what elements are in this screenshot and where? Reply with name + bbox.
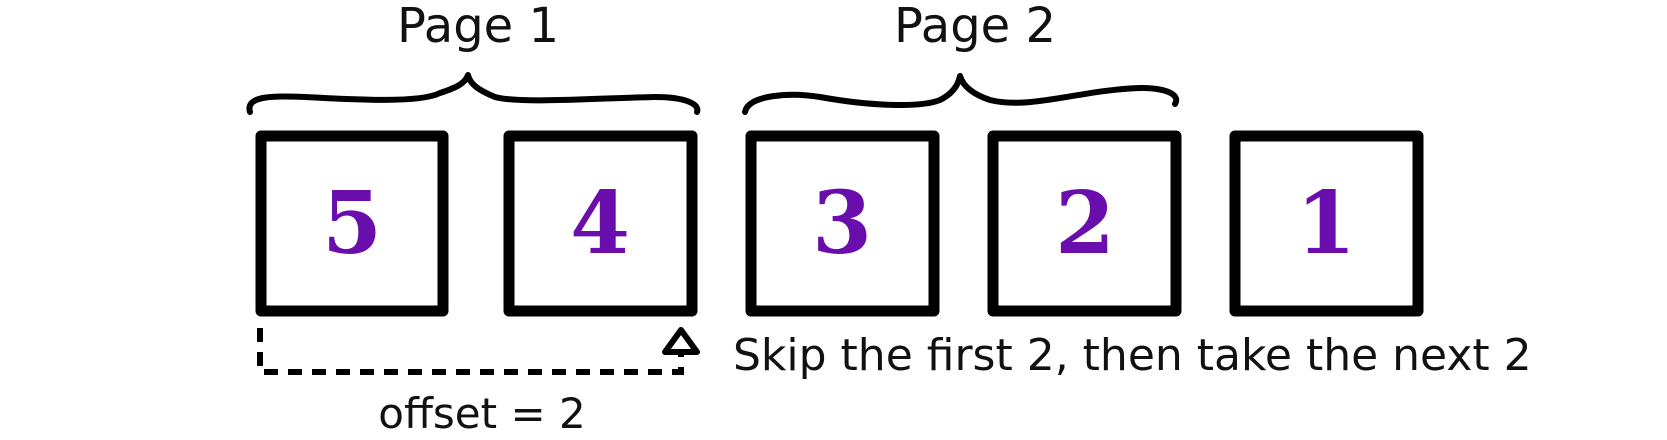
offset-arrowhead-icon	[662, 327, 700, 355]
page-2-brace	[742, 73, 1180, 115]
item-number-3: 3	[812, 173, 872, 274]
page-1-label: Page 1	[397, 0, 559, 54]
item-number-5: 5	[322, 173, 382, 274]
item-box-5	[1229, 130, 1424, 317]
item-number-4: 4	[570, 173, 630, 274]
item-box-3	[745, 130, 940, 317]
page-2-label: Page 2	[894, 0, 1056, 54]
item-box-1	[255, 130, 449, 317]
skip-take-caption: Skip the first 2, then take the next 2	[733, 330, 1532, 381]
offset-label: offset = 2	[378, 389, 585, 438]
offset-dashed-line	[257, 328, 684, 375]
page-1-brace	[246, 72, 701, 115]
item-number-1: 1	[1296, 173, 1356, 274]
item-number-2: 2	[1055, 173, 1115, 274]
item-box-4	[987, 130, 1182, 317]
item-box-2	[503, 130, 698, 317]
